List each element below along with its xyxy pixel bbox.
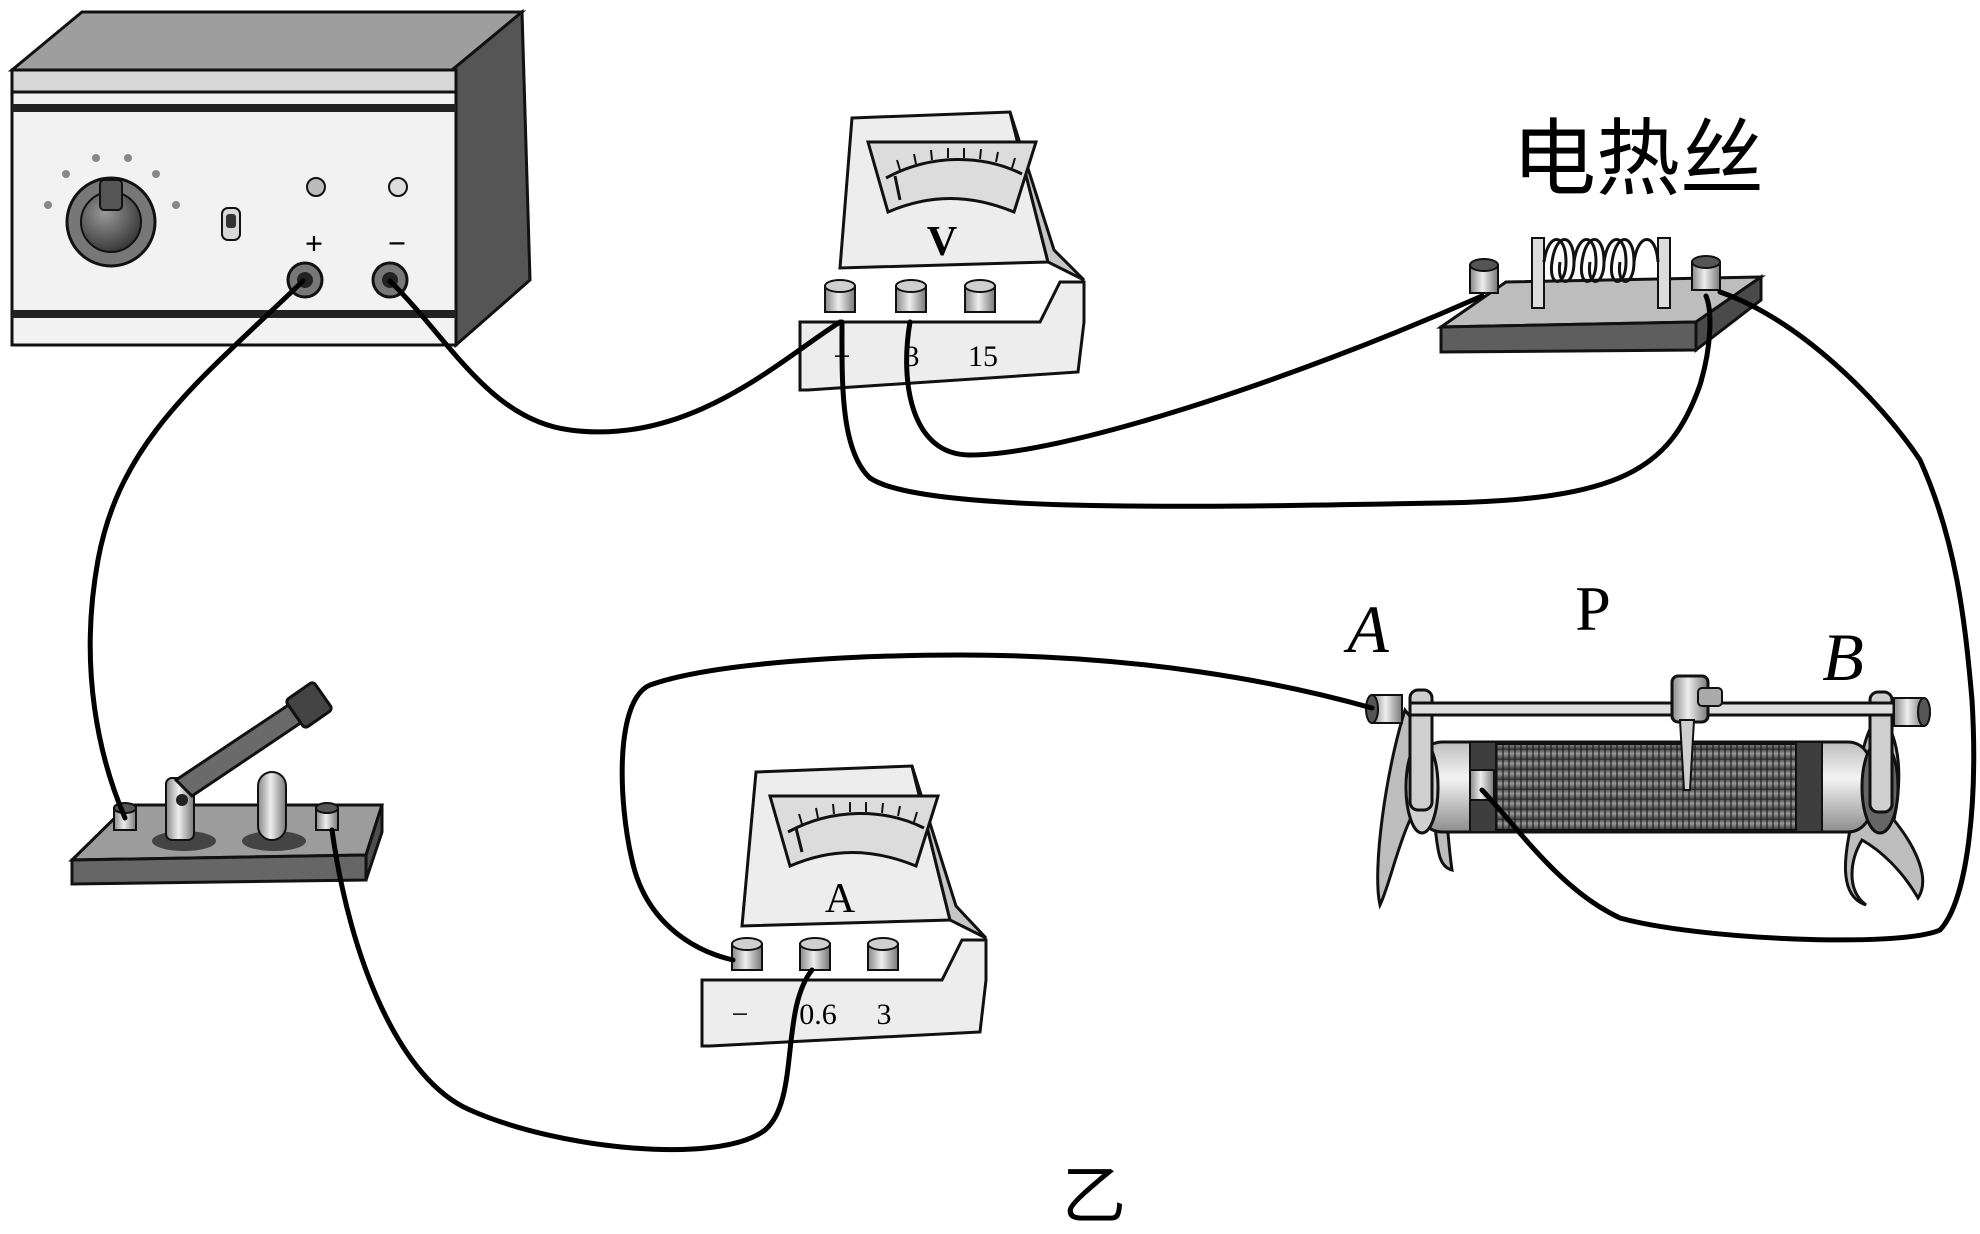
ammeter-side <box>910 765 988 940</box>
ammeter-needle-icon <box>794 827 804 853</box>
heating-wire-board-front <box>1439 320 1698 354</box>
dial-marker <box>44 201 52 209</box>
switch-handle-icon[interactable] <box>285 681 333 729</box>
switch-pivot-icon <box>176 794 188 806</box>
rheostat-label-b: B <box>1822 619 1864 695</box>
rheostat-terminal-b[interactable] <box>1893 697 1931 727</box>
wire-voltmeter-3-to-heater <box>904 293 1485 458</box>
power-minus-label: − <box>388 225 406 261</box>
power-supply: + − <box>7 8 532 349</box>
ammeter-terminal-3[interactable] <box>867 937 899 971</box>
voltmeter-symbol: V <box>927 219 957 265</box>
ammeter-scale <box>787 811 925 834</box>
ammeter-terminal-label: 0.6 <box>799 998 837 1031</box>
voltmeter-base <box>798 280 1086 392</box>
dial-marker <box>152 170 160 178</box>
heating-wire-terminal-right[interactable] <box>1691 255 1721 291</box>
switch-clip-shadow <box>242 831 306 851</box>
power-switch-lever-icon <box>226 214 236 228</box>
voltmeter-terminal-label: 15 <box>968 340 998 373</box>
wire-heater-to-rheostat-coil <box>1479 289 1977 943</box>
heating-wire-terminal-left[interactable] <box>1469 258 1499 294</box>
heating-wire: 电热丝 <box>1436 114 1766 354</box>
rheostat-label-p: P <box>1575 573 1611 644</box>
rheostat-end-bracket-right <box>1868 690 1894 814</box>
rheostat-end-bracket-left <box>1408 688 1434 812</box>
ammeter: A − 0.6 3 <box>700 764 988 1048</box>
voltmeter-side <box>1008 111 1086 282</box>
voltmeter-dial-window <box>866 140 1039 215</box>
wire-ammeter-to-switch <box>329 827 815 1153</box>
voltmeter-terminal-3[interactable] <box>895 279 927 313</box>
ammeter-scale-ticks <box>798 802 918 825</box>
dial-marker <box>124 154 132 162</box>
power-supply-side <box>450 8 532 349</box>
power-supply-top <box>7 10 527 72</box>
wire-rheostat-a-to-ammeter <box>619 652 1375 963</box>
voltage-knob-icon[interactable] <box>65 176 157 268</box>
switch-base-front <box>70 853 368 886</box>
switch-contact-clip <box>257 771 287 841</box>
sliding-rheostat: A P B <box>1343 573 1931 910</box>
rheostat-label-a: A <box>1343 591 1389 667</box>
voltmeter-scale-ticks <box>896 148 1016 171</box>
switch-terminal-right[interactable] <box>315 802 339 831</box>
figure-label: 乙 <box>1062 1161 1126 1232</box>
heating-wire-title: 电热丝 <box>1512 114 1764 207</box>
power-supply-top-band <box>10 68 458 94</box>
coil-support-right <box>1657 237 1671 309</box>
ammeter-terminal-negative[interactable] <box>731 937 763 971</box>
dial-marker <box>172 201 180 209</box>
rheostat-slide-rod <box>1408 701 1896 717</box>
voltmeter-scale <box>885 157 1023 180</box>
wires <box>87 278 1977 1153</box>
knife-switch <box>68 681 385 886</box>
voltmeter: V − 3 15 <box>798 110 1086 392</box>
voltmeter-terminal-15[interactable] <box>964 279 996 313</box>
heating-wire-board-side <box>1694 274 1763 354</box>
ammeter-terminal-label: 3 <box>877 998 892 1031</box>
heating-coil-icon <box>1542 238 1660 283</box>
ammeter-symbol: A <box>825 876 856 922</box>
front-stripe-top <box>12 104 456 112</box>
wire-voltmeter-negative-to-heater <box>839 293 1713 509</box>
rheostat-coil-icon <box>1493 743 1797 831</box>
ammeter-terminal-label: − <box>732 998 749 1031</box>
front-stripe-bottom <box>12 310 456 318</box>
indicator-lamp-icon <box>388 177 408 197</box>
switch-base-side <box>364 804 384 881</box>
voltmeter-needle-icon <box>893 175 902 201</box>
wire-power-plus-to-switch <box>87 278 306 821</box>
dial-marker <box>92 154 100 162</box>
ammeter-terminal-0-6[interactable] <box>799 937 831 971</box>
rheostat-collar-right <box>1795 741 1823 833</box>
coil-support-left <box>1531 237 1545 309</box>
ammeter-dial-window <box>768 794 941 869</box>
power-plus-label: + <box>305 225 323 261</box>
ammeter-base <box>700 938 988 1048</box>
indicator-lamp-icon <box>306 177 326 197</box>
rheostat-slider-p-icon[interactable] <box>1670 674 1723 791</box>
dial-marker <box>62 170 70 178</box>
voltmeter-terminal-negative[interactable] <box>824 279 856 313</box>
wire-power-minus-to-voltmeter <box>387 278 843 435</box>
